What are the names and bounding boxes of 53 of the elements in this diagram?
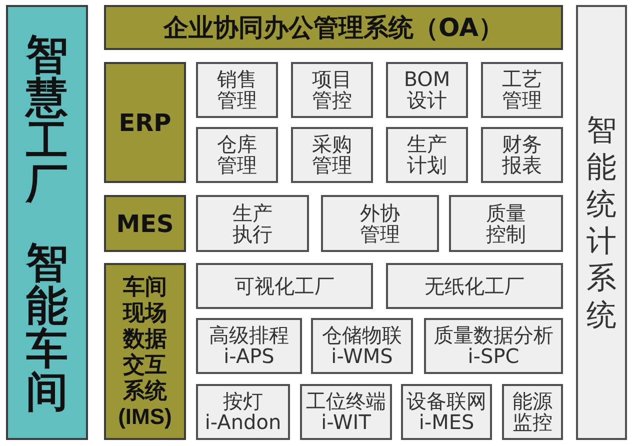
banner-title: 智能车间 bbox=[26, 240, 68, 412]
module-box bbox=[502, 384, 563, 440]
side-banner bbox=[6, 5, 88, 440]
category-block bbox=[104, 263, 186, 440]
module-box bbox=[481, 127, 563, 183]
module-box bbox=[196, 62, 278, 118]
category-block bbox=[104, 195, 186, 252]
module-box bbox=[291, 127, 373, 183]
module-box bbox=[449, 195, 563, 252]
module-box bbox=[401, 384, 492, 440]
module-label: 外协管理 bbox=[360, 202, 400, 244]
module-label: 无纸化工厂 bbox=[424, 276, 525, 296]
module-label: 能源监控 bbox=[512, 391, 553, 433]
module-label: 质量数据分析i-SPC bbox=[433, 325, 554, 367]
category-label: 车间现场数据交互系统(IMS) bbox=[118, 274, 172, 430]
category-label: MES bbox=[116, 210, 174, 238]
module-box bbox=[386, 62, 468, 118]
header-banner bbox=[104, 5, 563, 50]
side-panel bbox=[576, 5, 627, 440]
module-label: BOM设计 bbox=[403, 69, 451, 111]
category-block bbox=[104, 62, 186, 183]
module-box bbox=[386, 263, 563, 309]
module-box bbox=[481, 62, 563, 118]
module-box bbox=[300, 384, 392, 440]
module-label: 仓库管理 bbox=[216, 134, 258, 176]
module-box bbox=[196, 127, 278, 183]
banner-title: 企业协同办公管理系统（OA） bbox=[163, 12, 504, 42]
module-label: 生产执行 bbox=[232, 202, 273, 244]
module-label: 财务报表 bbox=[502, 134, 542, 176]
module-label: 工艺管理 bbox=[502, 69, 542, 111]
module-box bbox=[196, 384, 290, 440]
module-box bbox=[386, 127, 468, 183]
module-box bbox=[321, 195, 439, 252]
module-label: 销售管理 bbox=[216, 69, 258, 111]
module-label: 可视化工厂 bbox=[234, 276, 335, 296]
category-label: ERP bbox=[118, 108, 172, 136]
module-label: 质量控制 bbox=[486, 202, 526, 244]
module-label: 仓储物联i-WMS bbox=[322, 325, 402, 367]
module-label: 生产计划 bbox=[406, 134, 448, 176]
panel-title: 智能统计系统 bbox=[586, 112, 616, 334]
module-box bbox=[311, 318, 413, 374]
module-label: 高级排程i-APS bbox=[208, 325, 290, 367]
module-label: 工位终端i-WIT bbox=[306, 391, 386, 433]
module-label: 按灯i-Andon bbox=[204, 391, 282, 433]
module-label: 采购管理 bbox=[312, 134, 352, 176]
module-box bbox=[424, 318, 563, 374]
banner-title: 智慧工厂 bbox=[26, 32, 68, 204]
module-label: 项目管控 bbox=[312, 69, 352, 111]
module-label: 设备联网i-MES bbox=[406, 391, 487, 433]
module-box bbox=[196, 318, 302, 374]
module-box bbox=[291, 62, 373, 118]
module-box bbox=[196, 195, 309, 252]
module-box bbox=[196, 263, 373, 309]
